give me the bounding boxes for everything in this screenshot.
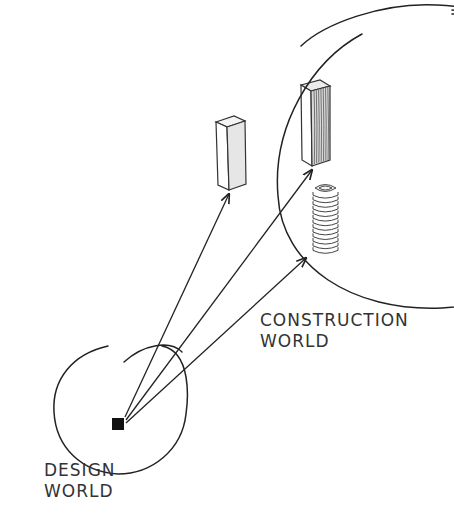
circle-outline [152,6,450,308]
circle-outline [52,340,188,476]
world-circle: DESIGN WORLD [52,340,188,476]
plain-tower [216,116,246,190]
wooden-tower [301,80,330,166]
world-label: DESIGN WORLD [44,460,126,502]
mapping-arrow [126,170,312,420]
stacked-tower [313,185,338,254]
world-circle: CONSTRUCTION WORLD [152,6,450,308]
design-model [112,418,124,430]
mapping-arrow [125,194,229,417]
world-label: CONSTRUCTION WORLD [260,310,440,352]
